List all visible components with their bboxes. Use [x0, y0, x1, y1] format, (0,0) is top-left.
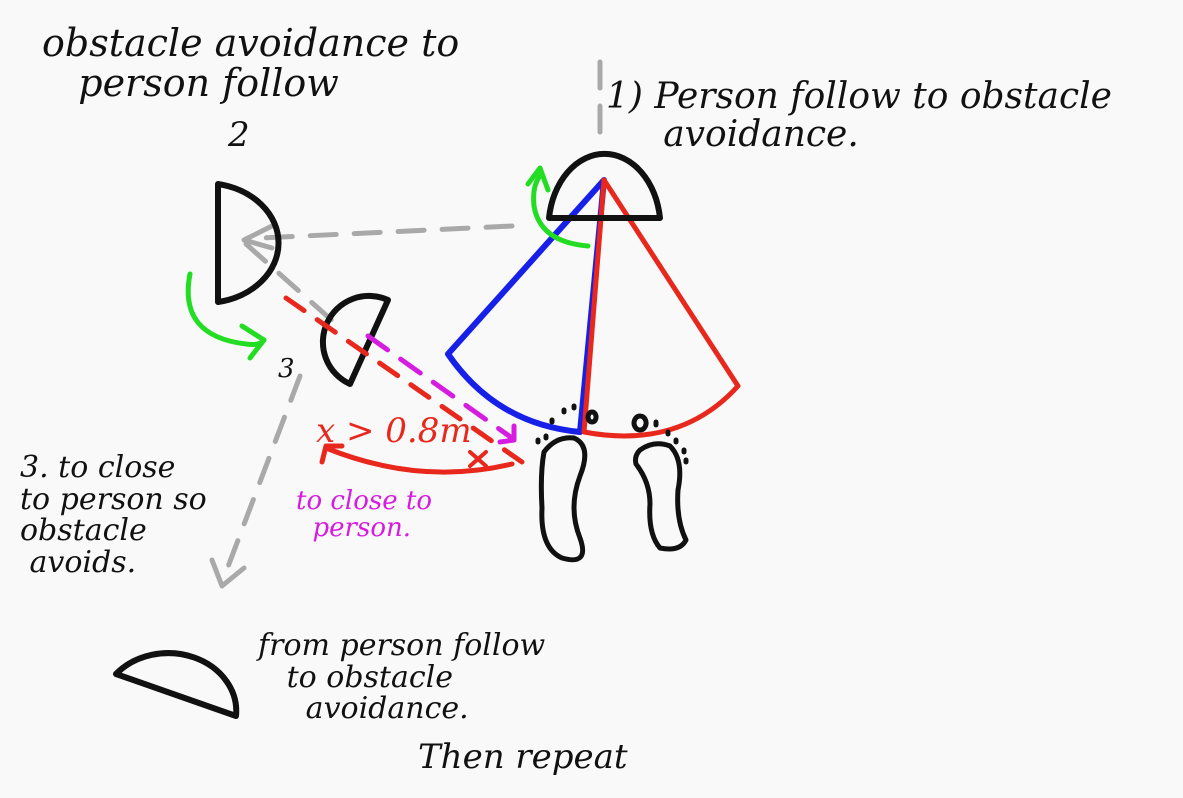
too-close-note: to close to person.: [296, 486, 432, 544]
step-three-note: 3. to close to person so obstacle avoids…: [20, 450, 207, 580]
robot-1: [546, 150, 663, 221]
rotate-arrow-robot2-head: [239, 323, 267, 361]
rotate-arrow-robot1-head: [525, 165, 551, 193]
distance-dashed-line: [283, 295, 525, 465]
step-three-number: 3: [278, 354, 295, 384]
person-left-toes: [535, 403, 599, 445]
dashed-path-robot2-to-robot3: [243, 241, 339, 327]
from-follow-note: from person follow to obstacle avoidance…: [258, 628, 546, 726]
dashed-path-robot3-to-robot4: [223, 373, 303, 575]
follow-cone-right: [581, 177, 741, 439]
follow-cone-left: [445, 177, 607, 435]
arrowhead-to-robot4: [209, 557, 247, 589]
robot-2: [215, 181, 282, 305]
step-two-number: 2: [228, 115, 250, 155]
rotate-arrow-robot1: [531, 173, 591, 249]
title-note: obstacle avoidance to person follow: [42, 21, 460, 105]
distance-arc-arrow: [323, 445, 515, 475]
robot-3: [319, 292, 391, 387]
person-left-foot: [538, 435, 588, 563]
distance-x-marker: [468, 450, 488, 468]
arrowhead-to-robot2: [241, 223, 275, 251]
too-close-arrowhead: [497, 423, 517, 445]
distance-label: x > 0.8m: [316, 411, 472, 451]
then-repeat-note: Then repeat: [418, 737, 628, 777]
distance-arc-arrowhead: [319, 443, 345, 465]
robot-4: [113, 650, 240, 719]
dashed-path-robot1-to-robot2: [259, 223, 515, 241]
person-right-foot: [633, 441, 689, 552]
step-one-note: 1) Person follow to obstacle avoidance.: [606, 76, 1112, 155]
too-close-dashed-arrow: [365, 333, 515, 441]
person-right-toes: [631, 413, 689, 465]
